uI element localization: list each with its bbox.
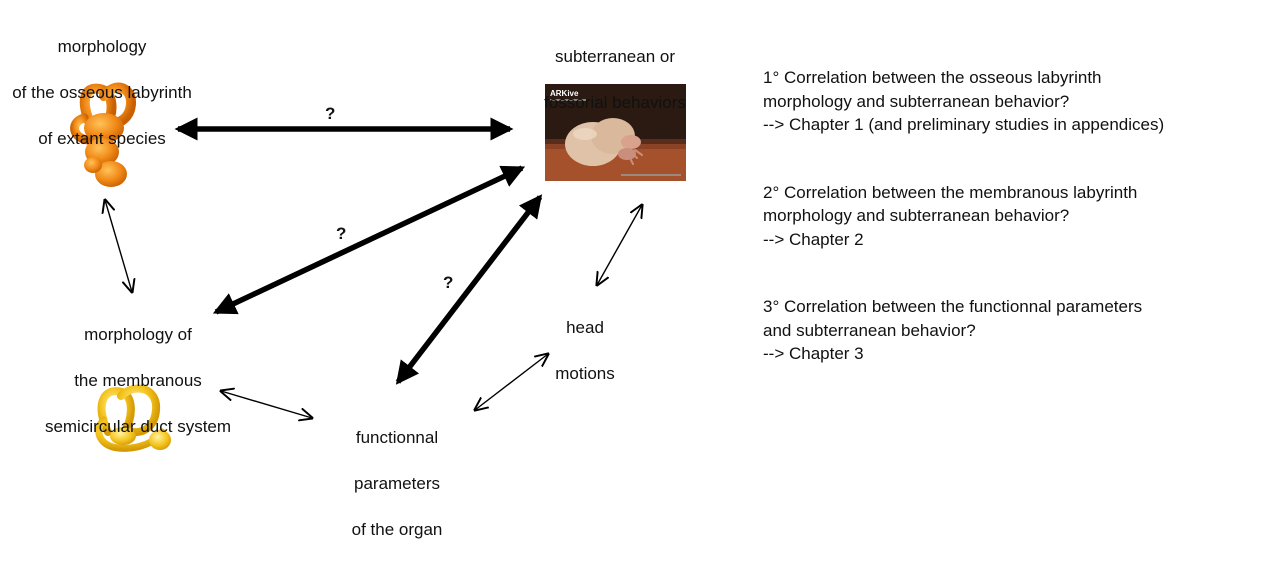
question-mark-lower: ? [443,273,454,292]
node-functional-line-1: functionnal [355,428,439,447]
chapter-1-description: 1° Correlation between the osseous labyr… [763,66,1278,137]
chapter-3-line-2: and subterranean behavior? [763,320,976,340]
node-head-line-2: motions [555,364,615,383]
chapter-1-line-2: morphology and subterranean behavior? [763,91,1070,111]
arrow-functional-subterranean [395,194,543,385]
chapter-2-line-1: 2° Correlation between the membranous la… [763,182,1138,202]
node-functional-parameters: functionnal parameters of the organ [332,403,462,564]
osseous-labyrinth-model [70,82,136,187]
membranous-labyrinth-model [95,384,171,452]
node-osseous-labyrinth: morphology of the osseous labyrinth of e… [2,12,202,173]
node-osseous-line-3: of extant species [38,129,166,148]
chapter-2-description: 2° Correlation between the membranous la… [763,181,1278,252]
arrow-functional-head [475,354,548,410]
chapter-3-line-1: 3° Correlation between the functionnal p… [763,297,1143,316]
node-membranous-line-1: morphology of [84,325,192,344]
chapter-1-line-1: 1° Correlation between the osseous labyr… [763,68,1102,87]
diagram-canvas [70,82,1280,452]
node-functional-line-2: parameters [354,474,440,493]
chapter-2-line-3: --> Chapter 2 [763,229,864,249]
chapter-3-description: 3° Correlation between the functionnal p… [763,295,1278,366]
node-osseous-line-2: of the osseous labyrinth [12,83,192,102]
node-head-motions: head motions [545,293,625,408]
question-mark-middle: ? [336,224,347,243]
node-membranous-line-3: semicircular duct system [44,417,232,436]
node-functional-line-3: of the organ [351,520,443,539]
chapter-1-line-3: --> Chapter 1 (and preliminary studies i… [763,115,1165,134]
chapter-3-line-3: --> Chapter 3 [763,344,864,363]
node-membranous-line-2: the membranous [74,371,202,390]
arrow-osseous-membranous [105,200,132,292]
chapter-2-line-2: morphology and subterranean behavior? [763,206,1070,225]
photo-watermark: ARKive [550,89,579,98]
node-subterranean-behaviors: subterranean or fossorial behaviors [520,22,710,137]
node-subterranean-line-2: fossorial behaviors [544,93,686,112]
arrow-membranous-subterranean [212,165,526,315]
node-head-line-1: head [566,318,604,337]
mole-photo: ARKive [545,84,686,181]
node-subterranean-line-1: subterranean or [554,47,676,66]
node-membranous-duct-system: morphology of the membranous semicircula… [28,300,248,461]
arrow-membranous-functional [221,391,312,418]
node-osseous-line-1: morphology [57,37,147,56]
question-mark-top: ? [325,104,336,123]
chapter-list: 1° Correlation between the osseous labyr… [763,66,1278,410]
arrow-head-subterranean [597,205,642,285]
